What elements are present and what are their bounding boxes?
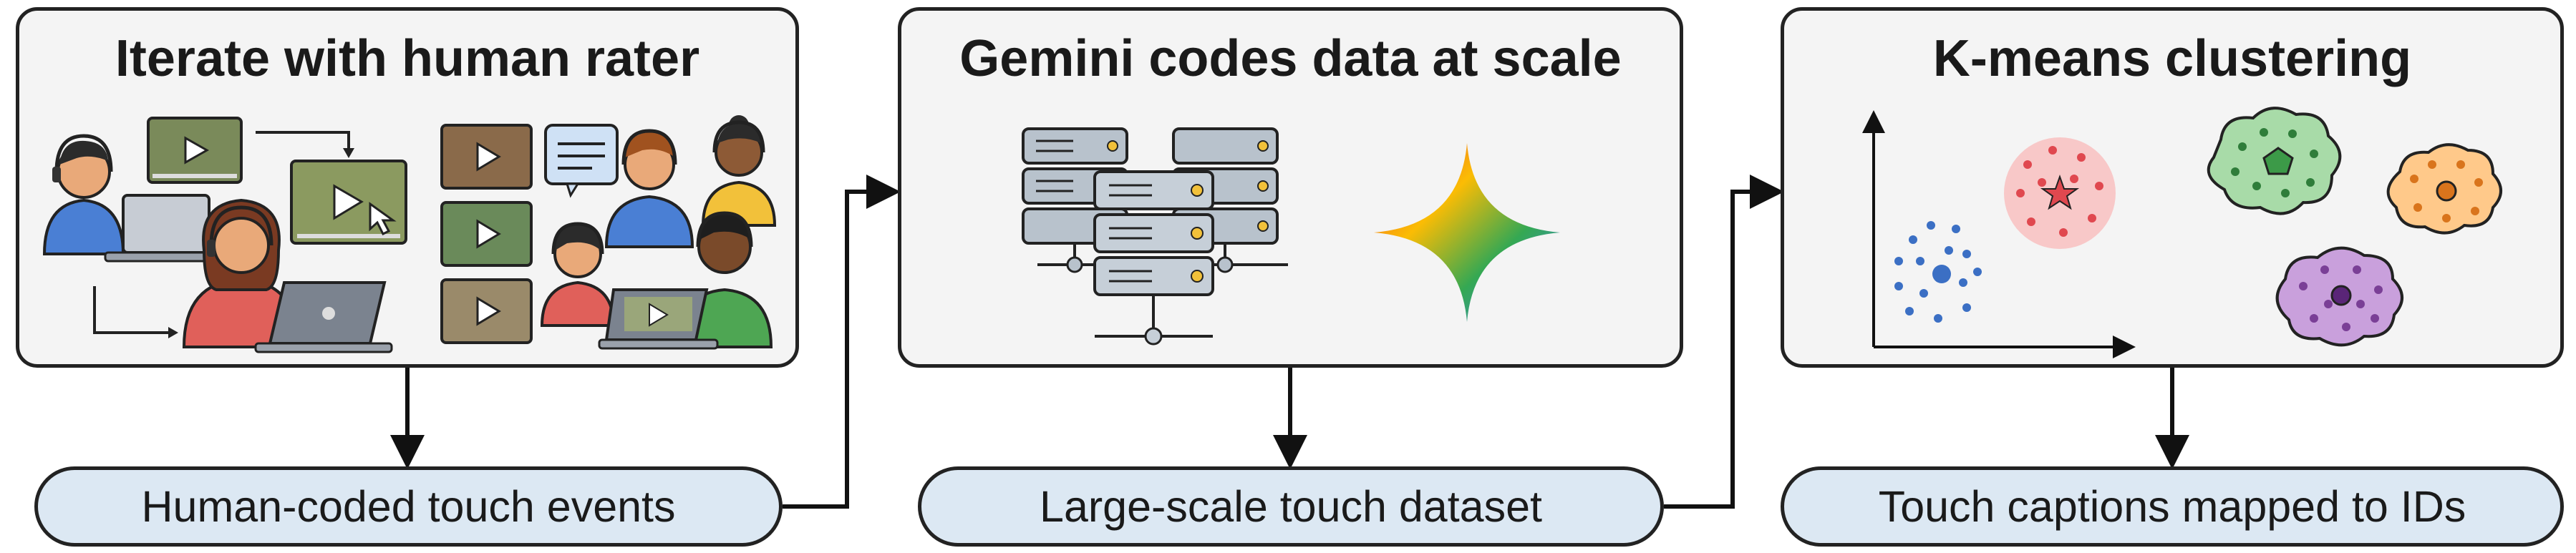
cluster-icon bbox=[2207, 107, 2342, 215]
person-headset-icon bbox=[42, 134, 125, 255]
panel-iterate-human-rater: Iterate with human rater bbox=[16, 7, 799, 368]
person-headset-icon bbox=[604, 129, 694, 248]
video-thumbnail-icon bbox=[440, 278, 533, 344]
speech-bubble-icon bbox=[544, 124, 619, 198]
output-human-coded-touch-events: Human-coded touch events bbox=[34, 466, 783, 547]
panel-title: K-means clustering bbox=[1932, 30, 2412, 87]
arrow-output1-to-panel2 bbox=[783, 175, 901, 509]
output-touch-captions-mapped: Touch captions mapped to IDs bbox=[1781, 466, 2564, 547]
person-headset-icon bbox=[540, 222, 616, 327]
star-centroid-icon bbox=[2040, 174, 2080, 210]
output-large-scale-touch-dataset: Large-scale touch dataset bbox=[918, 466, 1664, 547]
video-thumbnail-icon bbox=[440, 201, 533, 267]
video-thumbnail-icon bbox=[440, 124, 533, 190]
arrow-output2-to-panel3 bbox=[1664, 175, 1784, 509]
cluster-icon bbox=[2275, 246, 2403, 347]
cluster-icon bbox=[2386, 143, 2502, 235]
panel-kmeans-clustering: K-means clustering bbox=[1781, 7, 2564, 368]
laptop-icon bbox=[598, 288, 719, 350]
cursor-icon bbox=[369, 202, 397, 236]
laptop-icon bbox=[254, 281, 393, 353]
person-headset-icon bbox=[701, 115, 777, 227]
scatter-plot-icon bbox=[1862, 110, 2136, 358]
kmeans-illustration bbox=[1862, 107, 2502, 358]
panel-gemini-codes-data: Gemini codes data at scale bbox=[898, 7, 1683, 368]
laptop-icon bbox=[104, 194, 218, 263]
pentagon-centroid-icon bbox=[2262, 147, 2294, 175]
video-thumbnail-icon bbox=[147, 117, 243, 184]
gemini-servers-illustration bbox=[1022, 127, 1560, 346]
gemini-star-icon bbox=[1374, 143, 1560, 322]
panel-title: Iterate with human rater bbox=[115, 30, 700, 87]
panel-title: Gemini codes data at scale bbox=[959, 30, 1622, 87]
server-rack-icon bbox=[1093, 170, 1214, 346]
human-rater-illustration bbox=[42, 115, 777, 353]
person-headset-icon bbox=[182, 198, 301, 348]
